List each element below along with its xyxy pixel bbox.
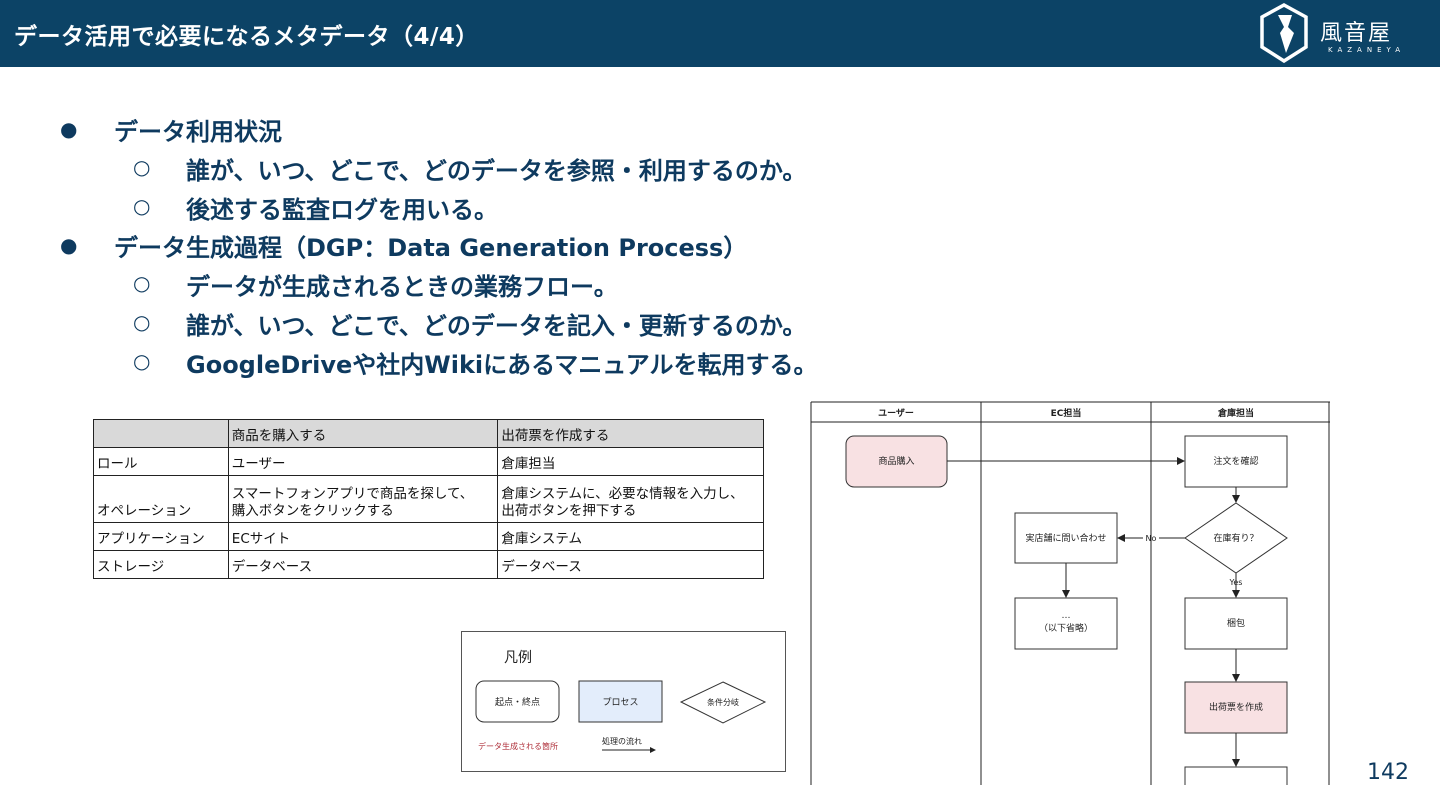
node-confirm-label: 注文を確認	[1213, 455, 1258, 467]
table-row: ロール ユーザー 倉庫担当	[93, 447, 764, 476]
legend-process-label: プロセス	[602, 697, 638, 708]
logo-name: 風音屋	[1320, 21, 1393, 46]
swimlane-flowchart: ユーザー EC担当 倉庫担当 商品購入 注文を確認 在庫有り？ 実店舗に問い合わ…	[810, 401, 1332, 798]
node-slip-label: 出荷票を作成	[1209, 701, 1263, 713]
node-next-shape	[1184, 766, 1288, 798]
bullet-dgp: データ生成過程（DGP：Data Generation Process）	[114, 234, 748, 262]
sub-bullet: 誰が、いつ、どこで、どのデータを参照・利用するのか。	[186, 157, 807, 185]
sub-bullet-circle-icon: ○	[133, 155, 151, 179]
lane-header-warehouse: 倉庫担当	[1217, 407, 1254, 419]
table-header-cell	[93, 419, 229, 448]
sub-bullet-circle-icon: ○	[133, 271, 151, 295]
lane-header-user: ユーザー	[878, 408, 914, 419]
sub-bullet-circle-icon: ○	[133, 194, 151, 218]
sub-bullet: 後述する監査ログを用いる。	[186, 196, 498, 224]
table-header-cell: 商品を購入する	[227, 419, 499, 448]
logo-icon	[1260, 3, 1308, 63]
page-number: 142	[1367, 760, 1409, 785]
table-cell: ユーザー	[227, 447, 499, 476]
node-pack-label: 梱包	[1227, 617, 1245, 629]
header-bar: データ活用で必要になるメタデータ（4/4） 風音屋 KAZANEYA	[0, 0, 1440, 67]
node-pack-shape	[1184, 597, 1288, 650]
edge-label-no: No	[1146, 534, 1157, 543]
table-header-cell: 出荷票を作成する	[497, 419, 764, 448]
node-omit-dots: …	[1062, 611, 1071, 621]
legend-decision-shape	[679, 681, 767, 724]
bullet-usage: データ利用状況	[114, 118, 282, 146]
legend-box: 凡例 起点・終点 プロセス 条件分岐 データ生成される箇所 処理の流れ	[461, 631, 786, 772]
node-omit-shape	[1014, 597, 1118, 650]
table-cell: 倉庫担当	[497, 447, 764, 476]
legend-flow-label: 処理の流れ	[602, 736, 642, 746]
table-cell: 倉庫システム	[497, 522, 764, 551]
sub-bullet: データが生成されるときの業務フロー。	[186, 273, 618, 301]
table-cell: ロール	[93, 447, 229, 476]
table-row: ストレージ データベース データベース	[93, 550, 764, 579]
legend-start-end-label: 起点・終点	[495, 696, 540, 708]
node-purchase-label: 商品購入	[878, 455, 914, 467]
table-cell: データベース	[497, 550, 764, 579]
sub-bullet: GoogleDriveや社内Wikiにあるマニュアルを転用する。	[186, 351, 818, 379]
node-inquiry-label: 実店舗に問い合わせ	[1025, 532, 1106, 544]
legend-start-end-shape	[475, 680, 560, 723]
flowchart-canvas: ユーザー EC担当 倉庫担当 商品購入 注文を確認 在庫有り？ 実店舗に問い合わ…	[810, 401, 1330, 798]
legend-title: 凡例	[504, 650, 532, 666]
node-confirm-shape	[1184, 435, 1288, 488]
table-cell: ストレージ	[93, 550, 229, 579]
page-title: データ活用で必要になるメタデータ（4/4）	[14, 24, 479, 50]
table-row: オペレーション スマートフォンアプリで商品を探して、購入ボタンをクリックする 倉…	[93, 475, 764, 523]
lane-header-ec: EC担当	[1051, 407, 1082, 419]
role-table: 商品を購入する 出荷票を作成する ロール ユーザー 倉庫担当 オペレーション ス…	[93, 419, 764, 579]
legend-decision-label: 条件分岐	[707, 697, 739, 707]
legend-process-shape	[578, 680, 663, 723]
table-cell-multiline: 倉庫システムに、必要な情報を入力し、出荷ボタンを押下する	[497, 475, 764, 523]
table-cell: ECサイト	[227, 522, 499, 551]
sub-bullet-circle-icon: ○	[133, 349, 151, 373]
sub-bullet: 誰が、いつ、どこで、どのデータを記入・更新するのか。	[186, 312, 807, 340]
legend-data-gen-label: データ生成される箇所	[478, 741, 558, 751]
logo-sub: KAZANEYA	[1328, 46, 1406, 54]
edge-label-yes: Yes	[1229, 578, 1243, 587]
sub-bullet-circle-icon: ○	[133, 310, 151, 334]
legend-arrowhead-icon	[650, 747, 656, 753]
bullet-dot-icon: ●	[60, 117, 78, 141]
table-cell: オペレーション	[93, 475, 229, 523]
table-cell: データベース	[227, 550, 499, 579]
legend-diagram: 凡例 起点・終点 プロセス 条件分岐 データ生成される箇所 処理の流れ	[475, 650, 767, 753]
table-header-row: 商品を購入する 出荷票を作成する	[93, 419, 764, 448]
kazaneya-logo: 風音屋 KAZANEYA	[1258, 3, 1418, 65]
node-stock-label: 在庫有り？	[1213, 532, 1258, 544]
table-cell: アプリケーション	[93, 522, 229, 551]
node-omit-label: （以下省略）	[1039, 622, 1093, 634]
table-cell-multiline: スマートフォンアプリで商品を探して、購入ボタンをクリックする	[227, 475, 499, 523]
table-row: アプリケーション ECサイト 倉庫システム	[93, 522, 764, 551]
node-slip-shape	[1184, 681, 1288, 734]
bullet-dot-icon: ●	[60, 233, 78, 257]
